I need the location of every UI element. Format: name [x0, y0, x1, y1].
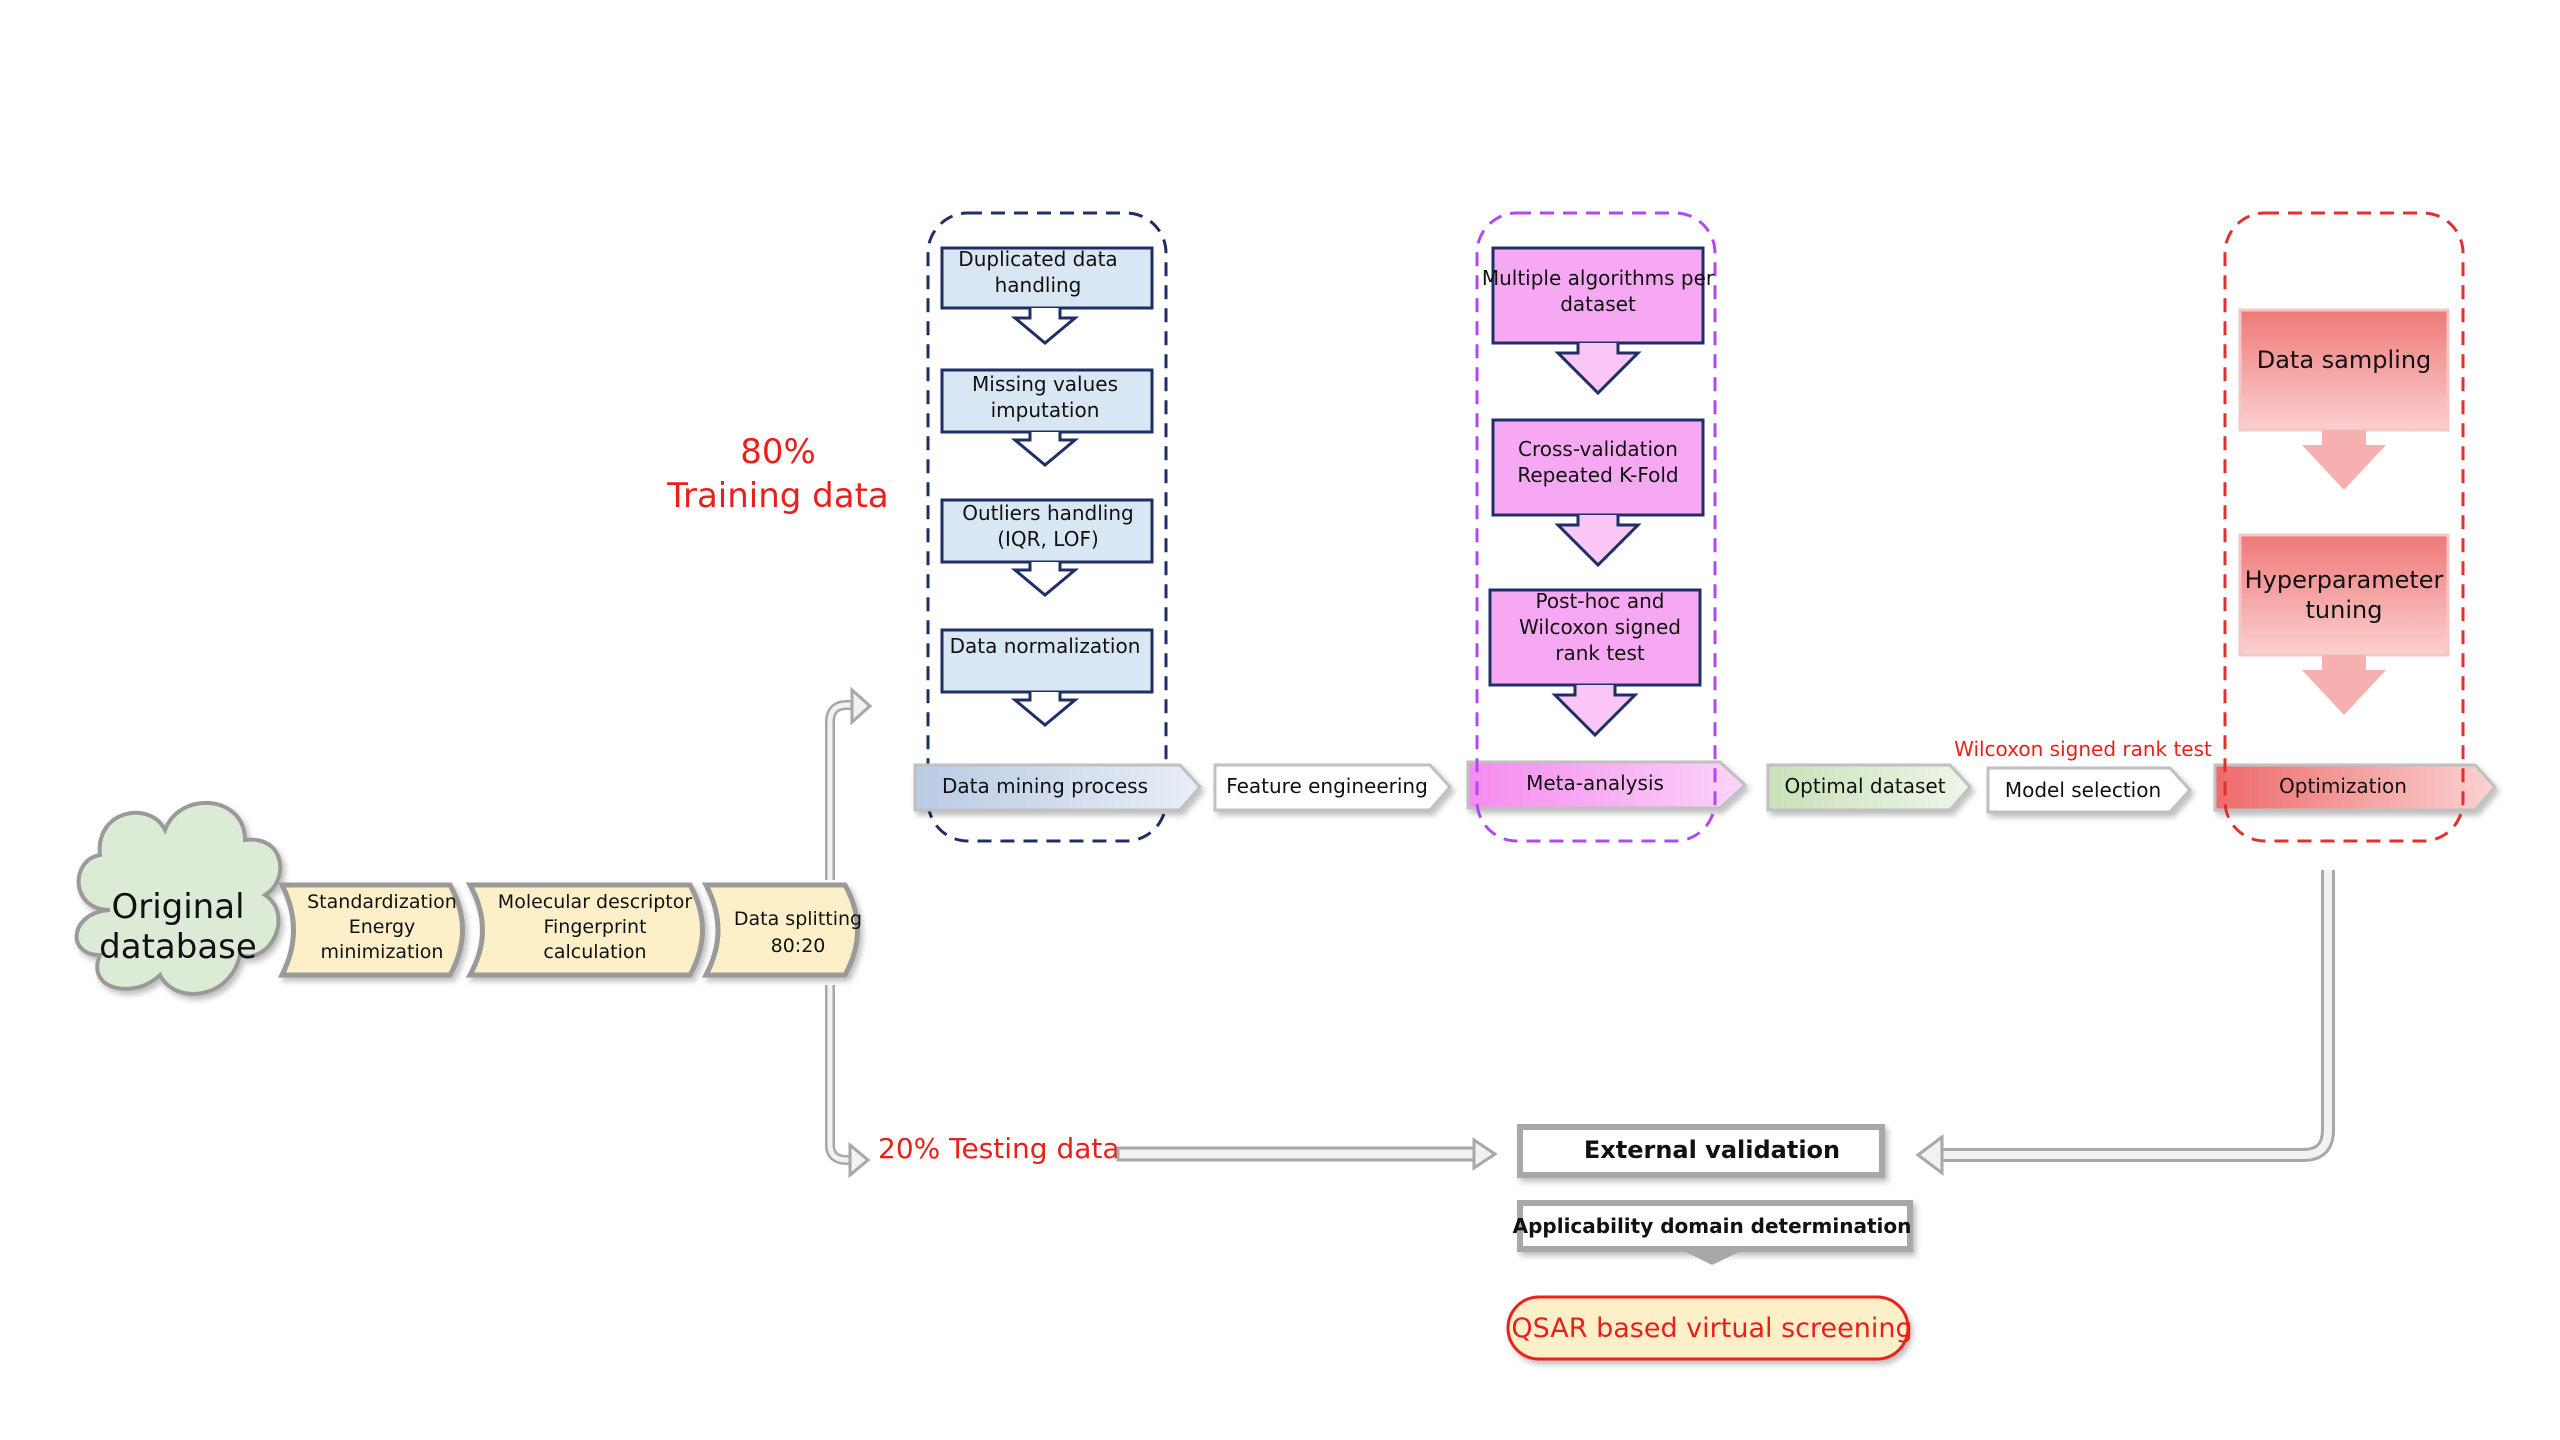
- mining2-line2: imputation: [991, 398, 1100, 422]
- mining-step-missing: Missing values imputation: [940, 368, 1154, 467]
- opt2-line1: Hyperparameter: [2245, 566, 2444, 594]
- pipeline-model-selection-label: Model selection: [2005, 778, 2161, 802]
- meta3-line2: Wilcoxon signed: [1519, 615, 1681, 639]
- pipeline-optimal-dataset: Optimal dataset: [1766, 763, 1973, 812]
- testing-arrow: [1116, 1137, 1498, 1171]
- optimization-step-hyperparameter: Hyperparameter tuning: [2238, 533, 2450, 715]
- wilcoxon-note: Wilcoxon signed rank test: [1954, 737, 2212, 761]
- meta2-line1: Cross-validation: [1518, 437, 1678, 461]
- pipeline-model-selection: Model selection: [1986, 766, 2193, 814]
- applicability-domain-label: Applicability domain determination: [1513, 1214, 1912, 1238]
- split-arrow-down: [825, 985, 871, 1179]
- prep-step-descriptor: Molecular descriptor Fingerprint calcula…: [465, 882, 705, 978]
- external-validation-label: External validation: [1584, 1136, 1840, 1164]
- mining-step-duplicated: Duplicated data handling: [940, 246, 1154, 345]
- prep1-line2: Energy: [349, 916, 416, 938]
- opt2-line2: tuning: [2306, 596, 2383, 624]
- meta3-line1: Post-hoc and: [1536, 589, 1665, 613]
- original-database-line2: database: [99, 927, 257, 967]
- prep1-line1: Standardization: [307, 891, 457, 913]
- pipeline-optimization-label: Optimization: [2279, 774, 2407, 798]
- meta-step-algorithms: Multiple algorithms per dataset: [1482, 246, 1715, 396]
- pipeline-feature-engineering: Feature engineering: [1213, 763, 1453, 812]
- mining-step-normalization: Data normalization: [940, 628, 1154, 727]
- prep2-line2: Fingerprint: [543, 916, 646, 938]
- optimization-return-arrow: [1915, 870, 2335, 1176]
- pipeline-optimal-dataset-label: Optimal dataset: [1784, 774, 1945, 798]
- meta1-line1: Multiple algorithms per: [1482, 266, 1715, 290]
- prep1-line3: minimization: [321, 941, 444, 963]
- virtual-screening-label: QSAR based virtual screening: [1511, 1313, 1912, 1344]
- opt1-line1: Data sampling: [2257, 346, 2432, 374]
- external-validation-box: External validation: [1517, 1124, 1885, 1178]
- pipeline-meta-analysis-label: Meta-analysis: [1526, 771, 1664, 795]
- meta-analysis-frame: [1475, 211, 1717, 843]
- pipeline-feature-engineering-label: Feature engineering: [1226, 774, 1428, 798]
- mining2-line1: Missing values: [972, 372, 1118, 396]
- training-label: Training data: [666, 476, 889, 516]
- mining3-line1: Outliers handling: [962, 501, 1133, 525]
- optimization-frame: [2223, 211, 2465, 843]
- pipeline-meta-analysis: Meta-analysis: [1466, 760, 1748, 810]
- training-percent: 80%: [740, 432, 816, 472]
- split-arrow-up: [825, 686, 873, 880]
- mining1-line2: handling: [995, 273, 1082, 297]
- meta-step-posthoc: Post-hoc and Wilcoxon signed rank test: [1488, 588, 1702, 738]
- prep3-line2: 80:20: [771, 935, 826, 957]
- virtual-screening-box: QSAR based virtual screening: [1506, 1295, 1913, 1361]
- pipeline-optimization: Optimization: [2213, 763, 2498, 812]
- meta3-line3: rank test: [1555, 641, 1645, 665]
- prep-step-splitting: Data splitting 80:20: [701, 882, 862, 978]
- mining-step-outliers: Outliers handling (IQR, LOF): [940, 498, 1154, 597]
- data-mining-frame: [926, 211, 1168, 843]
- mining1-line1: Duplicated data: [958, 247, 1117, 271]
- applicability-domain-box: Applicability domain determination: [1513, 1200, 1913, 1265]
- mining4-line1: Data normalization: [950, 634, 1141, 658]
- testing-label: 20% Testing data: [878, 1132, 1120, 1165]
- prep2-line1: Molecular descriptor: [498, 891, 693, 913]
- pipeline-data-mining-label: Data mining process: [942, 774, 1148, 798]
- mining3-line2: (IQR, LOF): [997, 527, 1099, 551]
- prep2-line3: calculation: [543, 941, 646, 963]
- meta2-line2: Repeated K-Fold: [1517, 463, 1678, 487]
- prep3-line1: Data splitting: [734, 908, 862, 930]
- prep-step-standardization: Standardization Energy minimization: [277, 882, 465, 978]
- pipeline-data-mining: Data mining process: [913, 763, 1203, 812]
- meta-step-cross-validation: Cross-validation Repeated K-Fold: [1491, 418, 1705, 568]
- original-database-cloud: Original database: [74, 800, 283, 996]
- original-database-line1: Original: [111, 887, 244, 927]
- optimization-step-sampling: Data sampling: [2238, 308, 2450, 490]
- meta1-line2: dataset: [1560, 292, 1636, 316]
